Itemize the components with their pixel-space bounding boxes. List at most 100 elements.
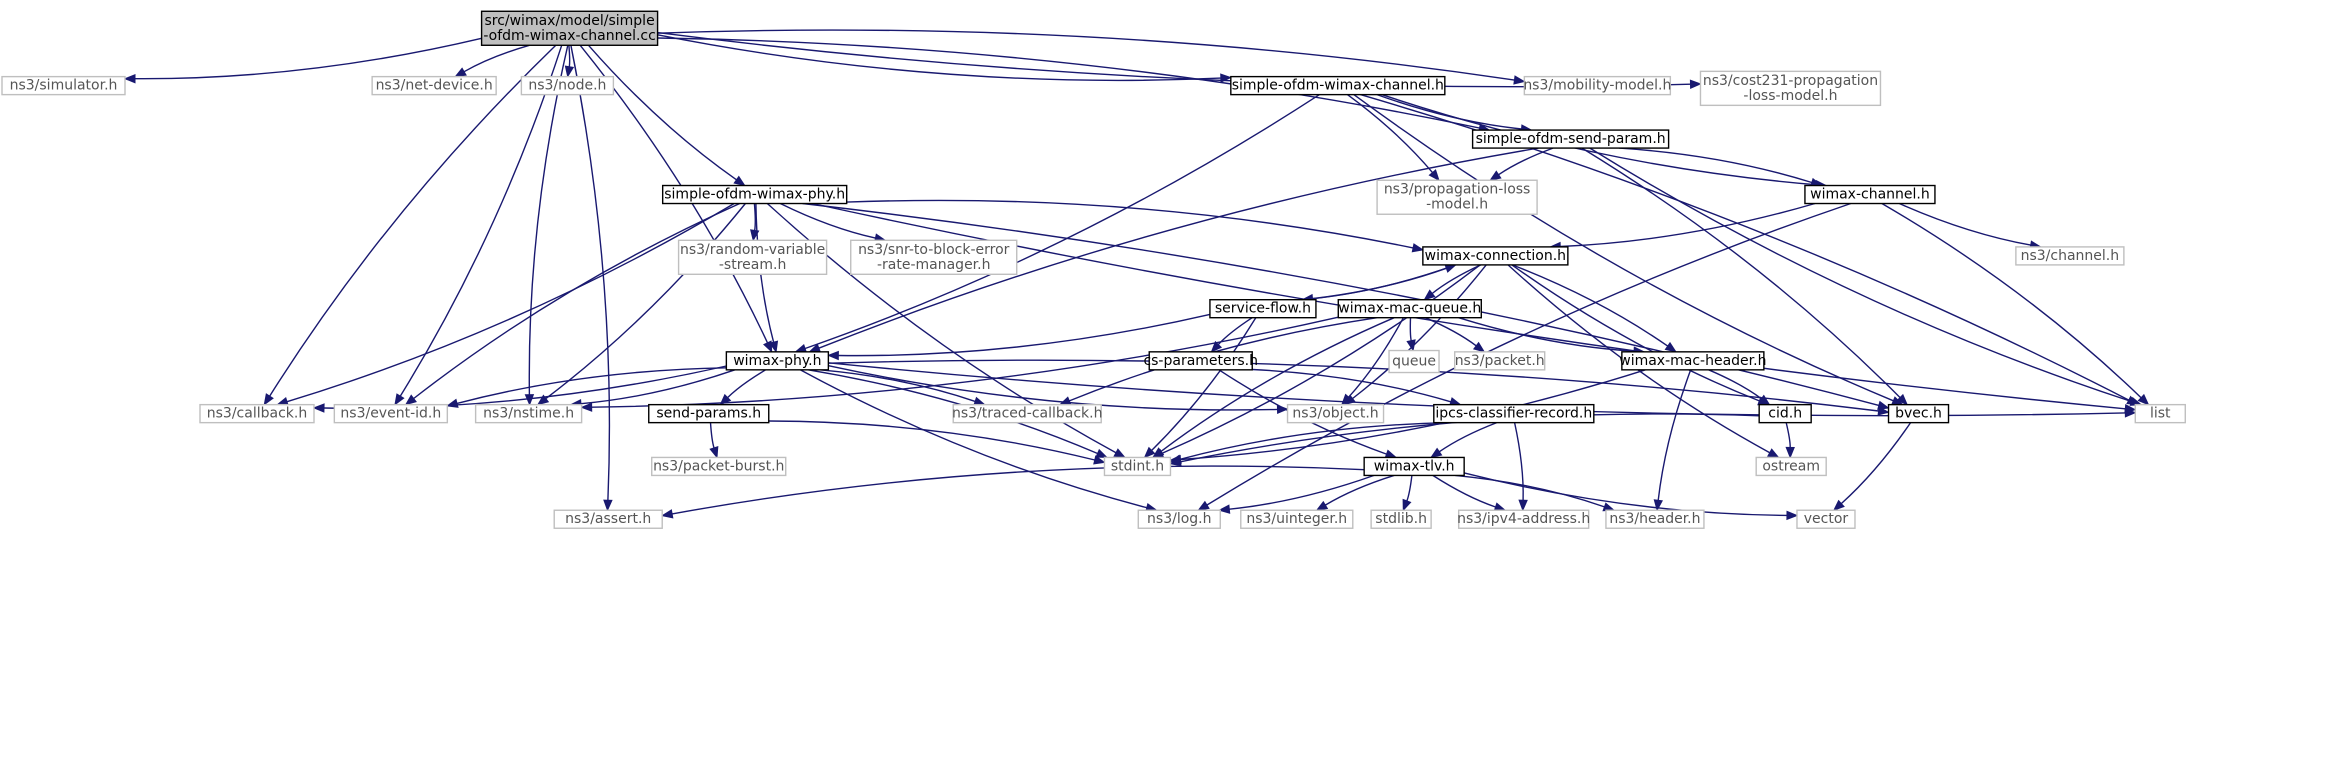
- file-node-netdevice: ns3/net-device.h: [371, 75, 497, 96]
- file-node-wmh[interactable]: wimax-mac-header.h: [1619, 351, 1766, 371]
- file-node-root[interactable]: src/wimax/model/simple-ofdm-wimax-channe…: [480, 10, 659, 46]
- file-node-header: ns3/header.h: [1605, 509, 1705, 529]
- edge-line: [134, 37, 482, 80]
- include-edge-wphy-to-log: [799, 369, 1158, 513]
- arrowhead-icon: [1402, 498, 1412, 512]
- edge-line: [1513, 422, 1524, 501]
- include-edge-wtlv-to-assert: [660, 465, 1365, 519]
- file-node-bvec[interactable]: bvec.h: [1887, 403, 1950, 424]
- file-node-box: [1621, 351, 1765, 371]
- edge-line: [1206, 202, 1852, 506]
- edge-line: [323, 365, 727, 409]
- file-node-ipcs[interactable]: ipcs-classifier-record.h: [1433, 403, 1595, 424]
- file-node-box: [1286, 403, 1385, 424]
- file-node-box: [2015, 246, 2125, 266]
- file-node-assert: ns3/assert.h: [553, 509, 663, 529]
- file-node-box: [1422, 246, 1569, 266]
- file-node-label: -rate-manager.h: [877, 257, 991, 273]
- include-edge-cid-to-ostream: [1785, 422, 1795, 459]
- file-node-wconn[interactable]: wimax-connection.h: [1422, 246, 1569, 266]
- file-node-sflow[interactable]: service-flow.h: [1209, 299, 1317, 319]
- file-node-wphy[interactable]: wimax-phy.h: [725, 351, 830, 371]
- file-node-wmq[interactable]: wimax-mac-queue.h: [1337, 299, 1482, 319]
- file-node-csp[interactable]: cs-parameters.h: [1143, 351, 1258, 371]
- edge-line: [1352, 264, 1487, 400]
- file-node-label: ns3/node.h: [528, 78, 606, 94]
- file-node-label: ns3/traced-callback.h: [952, 406, 1103, 422]
- include-edge-wmq-to-stdint: [1151, 317, 1395, 459]
- edge-line: [1229, 474, 1375, 510]
- file-node-box: [1230, 75, 1446, 96]
- edge-line: [1324, 474, 1395, 506]
- edge-line: [1657, 369, 1692, 501]
- file-node-box: [661, 184, 848, 205]
- file-node-ipv4: ns3/ipv4-address.h: [1457, 509, 1590, 529]
- file-node-sowc[interactable]: simple-ofdm-wimax-channel.h: [1230, 75, 1446, 96]
- edge-line: [1455, 474, 1605, 508]
- edge-line: [1785, 422, 1791, 448]
- file-node-box: [677, 239, 828, 276]
- arrowhead-icon: [1095, 448, 1109, 458]
- edge-line: [1498, 147, 1554, 176]
- include-edge-sosp-to-bvec: [1581, 147, 1909, 406]
- arrowhead-icon: [312, 403, 325, 413]
- include-edge-root-to-mobility: [657, 29, 1526, 85]
- file-node-box: [1523, 75, 1672, 96]
- file-node-box: [520, 75, 615, 96]
- file-node-sowp[interactable]: simple-ofdm-wimax-phy.h: [661, 184, 848, 205]
- file-node-box: [1699, 70, 1882, 107]
- file-node-box: [1370, 509, 1432, 529]
- edge-line: [1581, 147, 1901, 399]
- include-edge-ipcs-to-wtlv: [1429, 421, 1498, 459]
- include-edge-wconn-to-cid: [1511, 264, 1770, 406]
- edge-line: [779, 202, 876, 239]
- arrowhead-icon: [404, 394, 417, 406]
- file-node-sosp[interactable]: simple-ofdm-send-param.h: [1471, 129, 1670, 149]
- arrowhead-icon: [1664, 341, 1677, 353]
- file-node-traced: ns3/traced-callback.h: [952, 403, 1103, 424]
- edge-line: [753, 203, 756, 231]
- file-node-label: queue: [1392, 354, 1436, 370]
- edge-line: [1348, 317, 1405, 398]
- arrowhead-icon: [1429, 447, 1443, 459]
- edge-line: [1312, 264, 1456, 300]
- arrowhead-icon: [536, 394, 550, 406]
- edge-line: [580, 369, 736, 405]
- file-node-stdlib: stdlib.h: [1370, 509, 1432, 529]
- include-edge-sowc-to-proploss: [1346, 94, 1440, 182]
- file-node-wchan[interactable]: wimax-channel.h: [1804, 184, 1936, 205]
- include-edge-sowp-to-wconn: [846, 199, 1425, 253]
- file-node-cost231: ns3/cost231-propagation-loss-model.h: [1699, 70, 1882, 107]
- file-node-packet: ns3/packet.h: [1453, 351, 1546, 371]
- file-node-label: -loss-model.h: [1743, 88, 1837, 104]
- file-node-mobility: ns3/mobility-model.h: [1523, 75, 1672, 96]
- include-edge-wchan-to-wconn: [1548, 202, 1816, 252]
- arrowhead-icon: [394, 393, 405, 406]
- edge-line: [1151, 317, 1257, 451]
- edge-line: [1302, 267, 1447, 301]
- include-edge-ipcs-to-ipv4: [1513, 422, 1528, 512]
- file-node-box: [850, 239, 1018, 276]
- file-node-label: ipcs-classifier-record.h: [1435, 406, 1592, 422]
- include-edge-sosp-to-proploss: [1489, 147, 1554, 181]
- file-node-label: ns3/net-device.h: [376, 78, 493, 94]
- include-edge-wphy-to-eventid: [446, 367, 727, 408]
- edge-line: [1353, 94, 1894, 402]
- edge-line: [657, 34, 1221, 82]
- file-node-box: [1376, 179, 1538, 215]
- file-node-box: [333, 403, 449, 424]
- file-node-box: [952, 403, 1102, 424]
- file-node-box: [1605, 509, 1705, 529]
- file-node-wtlv[interactable]: wimax-tlv.h: [1363, 456, 1465, 477]
- arrowhead-icon: [1411, 243, 1425, 253]
- arrowhead-icon: [1689, 79, 1702, 89]
- file-node-sendp[interactable]: send-params.h: [648, 403, 770, 424]
- arrowhead-icon: [1444, 263, 1457, 273]
- file-node-cid[interactable]: cid.h: [1758, 403, 1812, 424]
- file-node-label: ns3/object.h: [1292, 406, 1378, 422]
- edge-line: [286, 202, 735, 403]
- file-node-label: ns3/uinteger.h: [1246, 511, 1347, 527]
- arrowhead-icon: [564, 65, 575, 78]
- arrowhead-icon: [1151, 447, 1165, 459]
